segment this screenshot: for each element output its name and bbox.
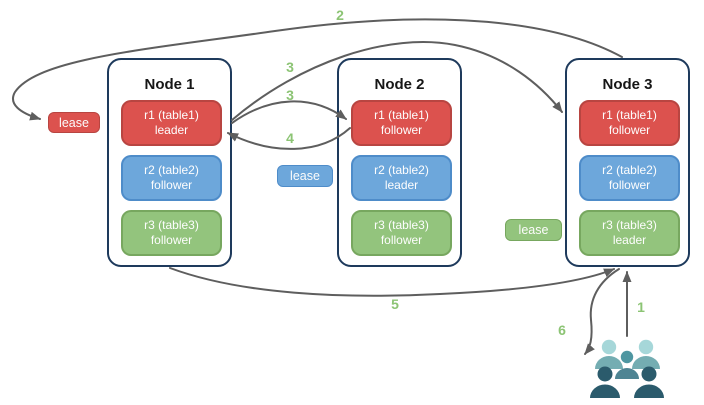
replica-role: leader [154, 123, 189, 137]
step-label-3b: 3 [286, 87, 294, 103]
replica-name: r3 (table3) [602, 217, 657, 232]
step-label-3a: 3 [286, 59, 294, 75]
lease-tag-r3: lease [505, 219, 562, 241]
replica-name: r2 (table2) [374, 162, 429, 177]
replica-role: follower [150, 178, 193, 192]
step-label-1: 1 [637, 299, 645, 315]
arrow-step-2-node3-to-lease [12, 18, 623, 121]
replica-name: r3 (table3) [374, 217, 429, 232]
step-label-6: 6 [558, 322, 566, 338]
step-label-5: 5 [391, 296, 399, 312]
node-2-replica-r3: r3 (table3) follower [351, 210, 452, 256]
replica-name: r1 (table1) [374, 107, 429, 122]
node-1-title: Node 1 [144, 76, 195, 93]
replica-name: r2 (table2) [602, 162, 657, 177]
node-2-title: Node 2 [374, 76, 425, 93]
replica-role: follower [380, 233, 423, 247]
node-3-title: Node 3 [602, 76, 653, 93]
replica-name: r3 (table3) [144, 217, 199, 232]
arrow-step-5-node1-to-node3 [169, 267, 615, 297]
node-1-replica-r1: r1 (table1) leader [121, 100, 222, 146]
replica-role: leader [612, 233, 647, 247]
node-1-replica-r3: r3 (table3) follower [121, 210, 222, 256]
lease-tag-r1: lease [48, 112, 100, 133]
replica-role: follower [608, 178, 651, 192]
node-2: Node 2 r1 (table1) follower r2 (table2) … [337, 58, 462, 267]
replica-name: r1 (table1) [602, 107, 657, 122]
node-2-replica-r2: r2 (table2) leader [351, 155, 452, 201]
node-3-replica-r3: r3 (table3) leader [579, 210, 680, 256]
replica-role: follower [608, 123, 651, 137]
replica-role: follower [380, 123, 423, 137]
replica-role: follower [150, 233, 193, 247]
replica-role: leader [384, 178, 419, 192]
node-3-replica-r2: r2 (table2) follower [579, 155, 680, 201]
arrow-step-3-leader-to-node2 [231, 100, 347, 124]
node-2-replica-r1: r1 (table1) follower [351, 100, 452, 146]
replica-name: r1 (table1) [144, 107, 199, 122]
step-label-4: 4 [286, 130, 294, 146]
replica-name: r2 (table2) [144, 162, 199, 177]
step-label-2: 2 [336, 7, 344, 23]
node-1: Node 1 r1 (table1) leader r2 (table2) fo… [107, 58, 232, 267]
lease-tag-r2: lease [277, 165, 333, 187]
node-1-replica-r2: r2 (table2) follower [121, 155, 222, 201]
node-3: Node 3 r1 (table1) follower r2 (table2) … [565, 58, 690, 267]
node-3-replica-r1: r1 (table1) follower [579, 100, 680, 146]
users-icon [590, 339, 664, 398]
